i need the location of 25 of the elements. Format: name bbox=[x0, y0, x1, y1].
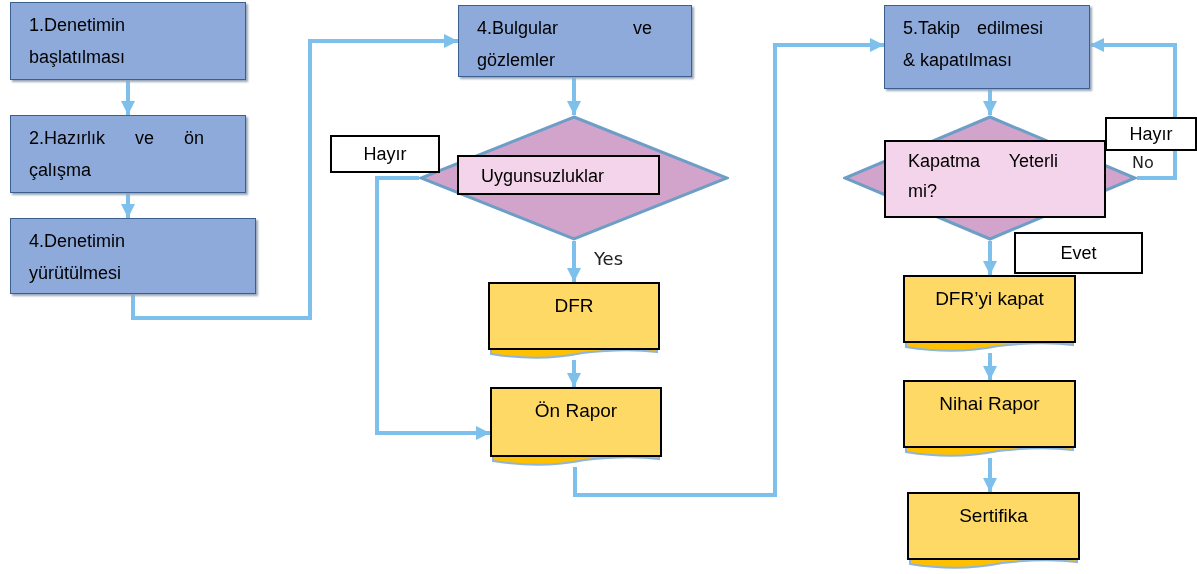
arrow bbox=[983, 458, 997, 492]
arrow bbox=[983, 89, 997, 115]
process-box: 4.Denetimin yürütülmesi bbox=[10, 218, 256, 294]
process-box: 4.Bulgular ve gözlemler bbox=[458, 5, 692, 77]
edge-label: Hayır bbox=[1105, 117, 1197, 151]
text-label: No bbox=[1132, 153, 1154, 173]
process-box: 1.Denetimin başlatılması bbox=[10, 2, 246, 80]
text-box: Uygunsuzluklar bbox=[457, 155, 660, 195]
arrow bbox=[1090, 38, 1177, 180]
decision-diamond bbox=[419, 115, 729, 241]
arrow bbox=[121, 193, 135, 218]
arrow bbox=[567, 241, 581, 282]
arrow bbox=[983, 353, 997, 380]
arrow bbox=[121, 80, 135, 115]
arrow bbox=[567, 360, 581, 387]
arrow bbox=[573, 38, 884, 497]
process-box: 5.Takip edilmesi & kapatılması bbox=[884, 5, 1090, 89]
process-box: 2.Hazırlık ve ön çalışma bbox=[10, 115, 246, 193]
arrow bbox=[983, 241, 997, 275]
arrow bbox=[567, 77, 581, 115]
arrow bbox=[375, 176, 490, 440]
edge-label: Hayır bbox=[330, 135, 440, 173]
text-box: Kapatma Yeterli mi? bbox=[884, 140, 1106, 218]
arrow bbox=[131, 34, 458, 320]
edge-label: Evet bbox=[1014, 232, 1143, 274]
